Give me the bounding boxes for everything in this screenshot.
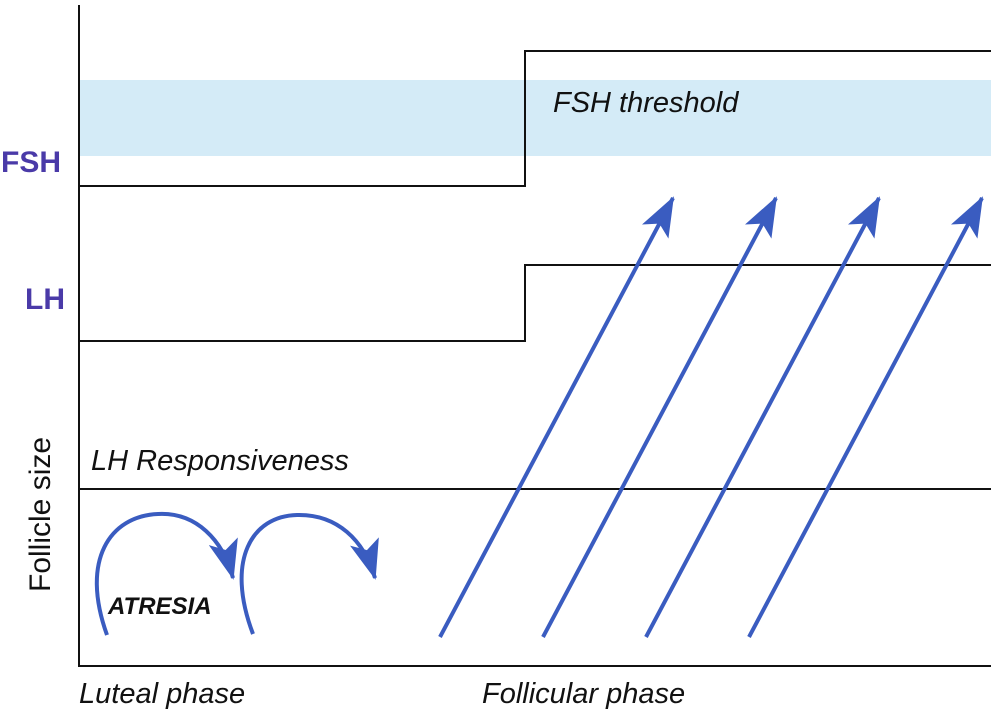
lh-label: LH <box>25 283 65 316</box>
atresia-curved-arrow-2 <box>239 512 379 635</box>
fsh-threshold-label: FSH threshold <box>553 87 739 119</box>
fsh-level-line <box>79 50 991 187</box>
growing-follicle-arrow-4 <box>747 196 984 638</box>
lh-level-line <box>79 264 991 342</box>
fsh-label: FSH <box>1 146 61 179</box>
fsh-threshold-band <box>79 80 991 156</box>
growing-follicle-arrow-1 <box>438 196 675 638</box>
growing-follicle-arrow-3 <box>644 196 881 638</box>
y-axis-title: Follicle size <box>24 437 57 592</box>
growing-follicle-arrow-2 <box>541 196 778 638</box>
atresia-curved-arrow-1 <box>94 511 238 636</box>
atresia-label: ATRESIA <box>107 593 212 620</box>
lh-responsiveness-label: LH Responsiveness <box>91 445 349 477</box>
luteal-phase-label: Luteal phase <box>79 678 245 710</box>
follicular-phase-label: Follicular phase <box>482 678 685 710</box>
